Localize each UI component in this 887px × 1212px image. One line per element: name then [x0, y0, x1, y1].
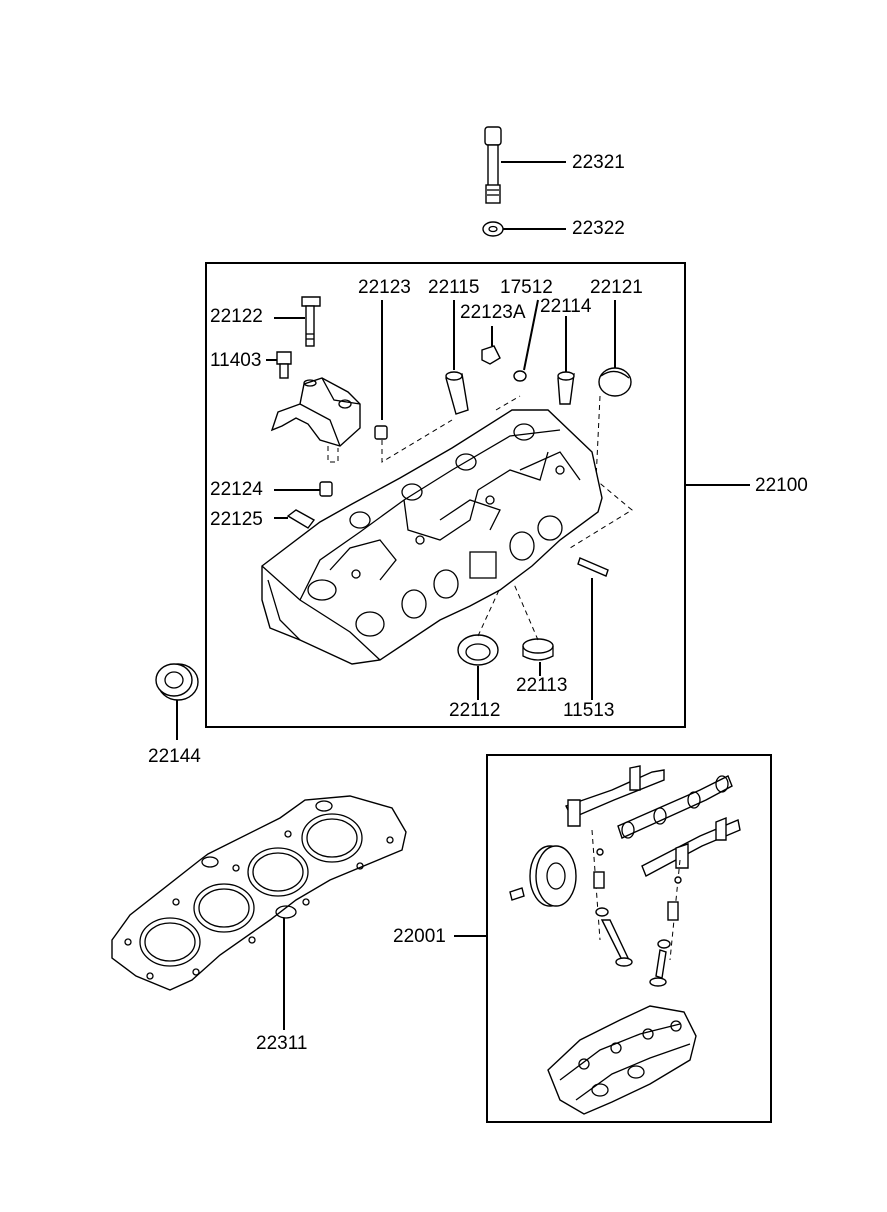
label-22144: 22144	[148, 746, 201, 767]
stud-bolt-part	[577, 557, 609, 577]
flange-bolt-part	[276, 351, 292, 379]
o-ring-part	[513, 370, 527, 382]
label-17512: 17512	[500, 277, 553, 298]
dashed-guide	[327, 446, 339, 463]
label-22125: 22125	[210, 509, 263, 530]
valve-train-parts	[591, 829, 682, 987]
label-22115: 22115	[428, 277, 479, 298]
label-22112: 22112	[449, 700, 500, 721]
camshaft-oil-seal-part	[457, 634, 499, 666]
dashed-guide	[513, 583, 539, 641]
head-bolt-washer-part	[482, 221, 504, 237]
retaining-clip-part	[286, 509, 316, 529]
end-cap-plug-part	[598, 367, 632, 397]
valve-guide-exhaust-part	[557, 371, 575, 405]
sprocket-bolt-part	[509, 887, 525, 901]
label-22124: 22124	[210, 479, 263, 500]
label-22311: 22311	[256, 1033, 307, 1054]
label-22321: 22321	[572, 152, 625, 173]
label-22121: 22121	[590, 277, 643, 298]
cylinder-head-body	[261, 409, 603, 665]
label-22322: 22322	[572, 218, 625, 239]
front-oil-seal-part	[155, 663, 199, 701]
label-22114: 22114	[540, 296, 592, 317]
plug-seal-part	[522, 638, 554, 661]
small-dowel-part	[374, 425, 388, 440]
plug-part	[481, 345, 501, 365]
label-22100: 22100	[755, 475, 808, 496]
cylinder-head-assembly-frame	[205, 262, 686, 728]
label-11403: 11403	[210, 350, 261, 371]
dashed-guide	[381, 419, 453, 463]
dashed-guide	[495, 395, 521, 411]
label-22122: 22122	[210, 306, 263, 327]
dowel-pin-part	[319, 481, 333, 497]
mini-cylinder-head-part	[547, 1005, 697, 1115]
leader-line	[523, 299, 539, 371]
label-22113: 22113	[516, 675, 567, 696]
label-22001: 22001	[393, 926, 446, 947]
camshaft-bearing-cap-part	[270, 377, 361, 447]
cylinder-head-sub-assembly-frame	[486, 754, 772, 1123]
cap-bolt-part	[301, 296, 321, 347]
sub-assembly-camshafts	[565, 765, 741, 877]
label-22123: 22123	[358, 277, 411, 298]
label-11513: 11513	[563, 700, 614, 721]
label-22123A: 22123A	[460, 302, 526, 323]
valve-guide-part	[445, 371, 469, 415]
cylinder-head-gasket-part	[111, 795, 407, 991]
cam-sprocket-part	[529, 845, 577, 907]
head-bolt-part	[484, 126, 502, 204]
